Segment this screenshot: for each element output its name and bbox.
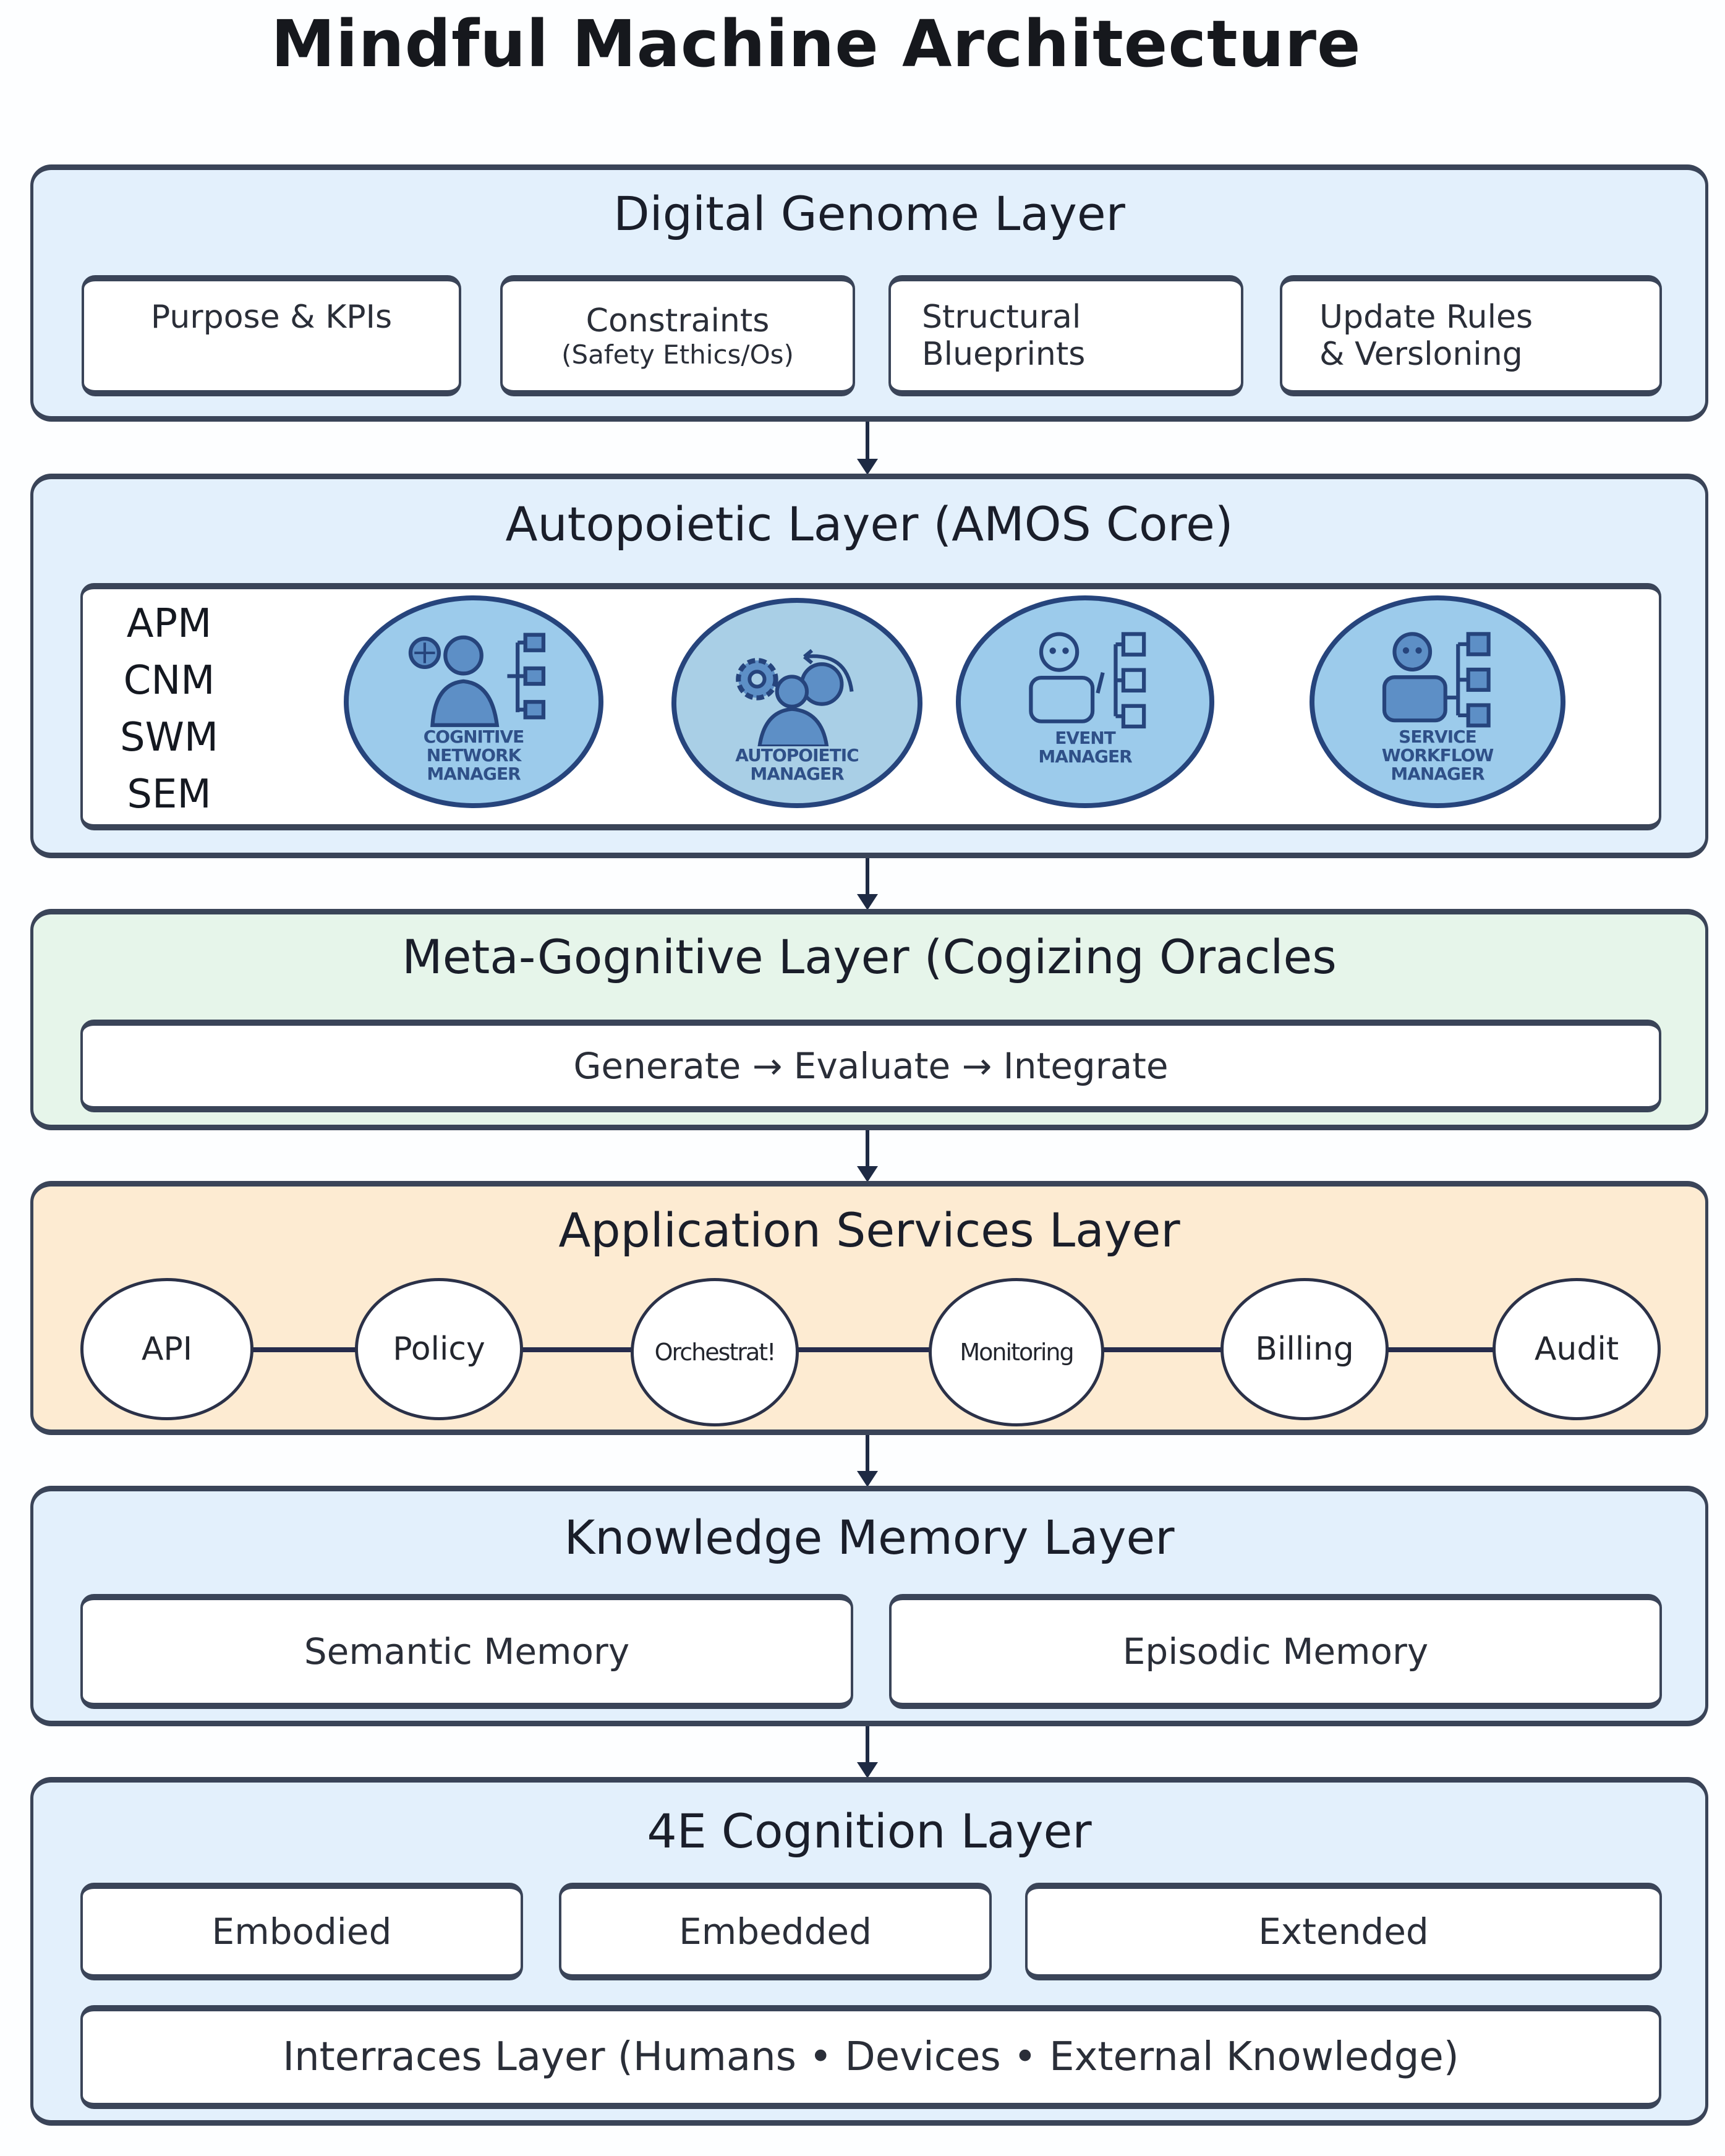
diagram-title: Mindful Machine Architecture [271, 6, 1361, 82]
memory-label: Episodic Memory [1122, 1630, 1429, 1672]
embedded-box: Embedded [559, 1883, 992, 1980]
abbr-swm: SWM [120, 715, 219, 761]
item-sublabel: & Versloning [1319, 336, 1523, 373]
meta-cognitive-layer: Meta-Gognitive Layer (Cogizing Oracles G… [30, 909, 1708, 1130]
service-node-api: API [80, 1278, 253, 1420]
digital-genome-layer: Digital Genome Layer Purpose & KPIs Cons… [30, 164, 1708, 422]
badge-label: COGNITIVE NETWORK MANAGER [423, 726, 524, 784]
abbr-apm: APM [126, 601, 212, 647]
interfaces-label: Interraces Layer (Humans • Devices • Ext… [283, 2034, 1459, 2080]
interfaces-layer-box: Interraces Layer (Humans • Devices • Ext… [80, 2005, 1661, 2109]
flow-arrow [857, 1726, 878, 1778]
service-workflow-manager-badge: SERVICE WORKFLOW MANAGER [1310, 595, 1565, 808]
cognition-label: Embedded [679, 1911, 872, 1953]
embodied-box: Embodied [80, 1883, 523, 1980]
extended-box: Extended [1025, 1883, 1662, 1980]
abbreviation-list: APM CNM SWM SEM [120, 595, 218, 823]
flow-arrow [857, 422, 878, 475]
robot-workflow-icon [1382, 631, 1491, 727]
genome-item-constraints: Constraints (Safety Ethics/Os) [500, 275, 855, 396]
semantic-memory-box: Semantic Memory [80, 1594, 853, 1709]
autopoietic-layer: Autopoietic Layer (AMOS Core) APM CNM SW… [30, 474, 1708, 858]
knowledge-memory-layer: Knowledge Memory Layer Semantic Memory E… [30, 1486, 1708, 1726]
badge-label: EVENT MANAGER [1038, 728, 1132, 767]
layer-title: Autopoietic Layer (AMOS Core) [505, 496, 1233, 552]
cognition-label: Embodied [211, 1911, 392, 1953]
service-node-monitoring: Monitoring [929, 1278, 1104, 1426]
genome-item-update-rules: Update Rules & Versloning [1280, 275, 1662, 396]
flow-arrow [857, 1435, 878, 1487]
genome-item-blueprints: Structural Blueprints [888, 275, 1243, 396]
person-network-icon [408, 633, 545, 727]
item-sublabel: Blueprints [922, 336, 1086, 373]
abbr-sem: SEM [127, 772, 211, 817]
badge-label: SERVICE WORKFLOW MANAGER [1381, 726, 1494, 784]
badge-label: AUTOPOIETIC MANAGER [735, 745, 859, 784]
service-node-orchestration: Orchestrat! [631, 1278, 799, 1426]
memory-label: Semantic Memory [304, 1630, 630, 1672]
oracle-flow-box: Generate → Evaluate → Integrate [80, 1020, 1661, 1112]
service-connector-line [157, 1347, 1579, 1352]
item-label: Structural [922, 299, 1081, 336]
item-label: Constraints [586, 302, 770, 339]
flow-arrow [857, 1130, 878, 1182]
service-node-billing: Billing [1220, 1278, 1389, 1420]
cognitive-network-manager-badge: COGNITIVE NETWORK MANAGER [344, 595, 603, 808]
layer-title: Meta-Gognitive Layer (Cogizing Oracles [402, 929, 1337, 984]
event-manager-badge: EVENT MANAGER [956, 595, 1214, 808]
layer-title: Application Services Layer [558, 1203, 1180, 1258]
flow-arrow [857, 858, 878, 910]
layer-title: 4E Cognition Layer [647, 1804, 1092, 1859]
robot-hierarchy-icon [1029, 632, 1146, 728]
item-label: Update Rules [1319, 299, 1533, 336]
layer-title: Digital Genome Layer [613, 186, 1125, 241]
abbr-cnm: CNM [123, 658, 215, 704]
cognition-label: Extended [1258, 1911, 1429, 1953]
autopoietic-manager-badge: AUTOPOIETIC MANAGER [671, 598, 922, 808]
item-sublabel: (Safety Ethics/Os) [561, 339, 794, 370]
item-label: Purpose & KPIs [150, 299, 393, 336]
oracle-flow-text: Generate → Evaluate → Integrate [573, 1045, 1169, 1087]
service-node-audit: Audit [1493, 1278, 1661, 1420]
episodic-memory-box: Episodic Memory [889, 1594, 1662, 1709]
application-services-layer: Application Services Layer API Policy Or… [30, 1181, 1708, 1435]
genome-item-purpose: Purpose & KPIs [82, 275, 461, 396]
4e-cognition-layer: 4E Cognition Layer Embodied Embedded Ext… [30, 1777, 1708, 2126]
layer-title: Knowledge Memory Layer [564, 1510, 1175, 1565]
amos-core-panel: APM CNM SWM SEM COGNITIVE NETWORK MANAGE… [80, 583, 1661, 830]
service-node-policy: Policy [355, 1278, 523, 1420]
gear-person-cycle-icon [736, 649, 854, 746]
